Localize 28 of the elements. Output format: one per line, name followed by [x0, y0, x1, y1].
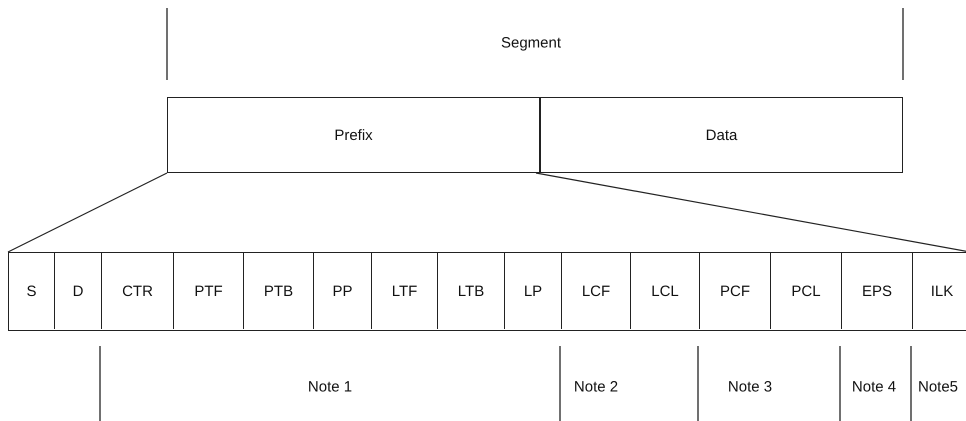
- part-label: Prefix: [334, 126, 373, 144]
- expansion-line: [8, 172, 168, 253]
- note-label: Note 3: [728, 378, 772, 396]
- part-label: Data: [706, 126, 738, 144]
- segment-part-box: [540, 97, 903, 173]
- segment-part-box: [167, 97, 540, 173]
- note-label: Note 4: [852, 378, 896, 396]
- note-label: Note5: [918, 378, 958, 396]
- field-name: PCL: [791, 282, 821, 300]
- expansion-line: [536, 172, 966, 253]
- field-name: PCF: [720, 282, 750, 300]
- field-name: ILK: [930, 282, 954, 300]
- field-row-box: [8, 252, 966, 331]
- field-name: CTR: [122, 282, 153, 300]
- field-name: LCF: [582, 282, 610, 300]
- field-name: PP: [332, 282, 352, 300]
- field-name: LTF: [392, 282, 418, 300]
- field-name: PTF: [194, 282, 223, 300]
- field-name: LTB: [458, 282, 484, 300]
- note-label: Note 1: [308, 378, 352, 396]
- field-name: EPS: [862, 282, 892, 300]
- field-name: S: [26, 282, 36, 300]
- field-name: LP: [524, 282, 542, 300]
- segment-label: Segment: [500, 34, 562, 52]
- note-label: Note 2: [574, 378, 618, 396]
- field-name: LCL: [651, 282, 679, 300]
- field-name: D: [72, 282, 84, 300]
- field-name: PTB: [264, 282, 294, 300]
